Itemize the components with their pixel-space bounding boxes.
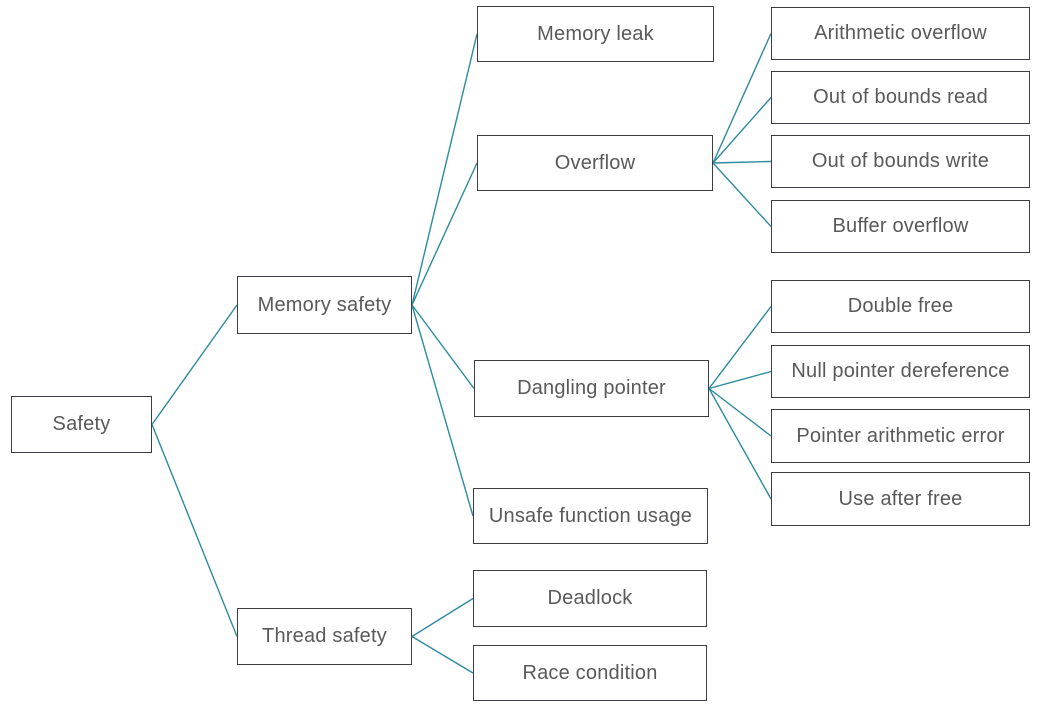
edge-dangling-pointer-pointer-arithmetic-error [708, 387, 772, 437]
node-out-of-bounds-read: Out of bounds read [771, 71, 1030, 124]
node-label: Arithmetic overflow [814, 22, 987, 44]
node-buffer-overflow: Buffer overflow [771, 200, 1030, 253]
node-thread-safety: Thread safety [237, 608, 412, 665]
edge-overflow-buffer-overflow [712, 162, 772, 227]
node-label: Safety [52, 413, 111, 435]
node-label: Pointer arithmetic error [796, 424, 1005, 447]
edge-safety-thread-safety [151, 424, 238, 637]
node-safety: Safety [11, 396, 152, 453]
node-label: Deadlock [547, 587, 633, 609]
node-label: Memory leak [537, 22, 654, 45]
node-label: Out of bounds read [813, 86, 988, 108]
edge-memory-safety-unsafe-function-usage [411, 304, 474, 517]
node-race-condition: Race condition [473, 645, 707, 701]
node-label: Race condition [522, 661, 658, 684]
node-pointer-arithmetic-error: Pointer arithmetic error [771, 409, 1030, 463]
edge-overflow-out-of-bounds-write [712, 160, 772, 164]
node-label: Unsafe function usage [488, 504, 693, 527]
edge-thread-safety-deadlock [411, 597, 474, 638]
edge-dangling-pointer-use-after-free [708, 388, 772, 500]
edge-overflow-arithmetic-overflow [712, 33, 772, 164]
edge-safety-memory-safety [151, 304, 238, 425]
node-dangling-pointer: Dangling pointer [474, 360, 709, 417]
node-memory-leak: Memory leak [477, 6, 714, 62]
node-double-free: Double free [771, 280, 1030, 333]
node-use-after-free: Use after free [771, 472, 1030, 526]
node-out-of-bounds-write: Out of bounds write [771, 135, 1030, 188]
node-overflow: Overflow [477, 135, 713, 191]
edge-memory-safety-dangling-pointer [411, 304, 475, 389]
node-deadlock: Deadlock [473, 570, 707, 627]
node-label: Memory safety [257, 293, 392, 316]
node-label: Double free [847, 295, 954, 317]
node-label: Out of bounds write [811, 150, 990, 172]
node-null-pointer-dereference: Null pointer dereference [771, 345, 1030, 398]
edge-overflow-out-of-bounds-read [712, 97, 772, 164]
node-label: Dangling pointer [517, 377, 666, 399]
edge-memory-safety-memory-leak [411, 33, 478, 306]
node-arithmetic-overflow: Arithmetic overflow [771, 7, 1030, 60]
node-label: Null pointer dereference [791, 360, 1010, 382]
node-label: Thread safety [262, 625, 387, 647]
node-unsafe-function-usage: Unsafe function usage [473, 488, 708, 544]
edge-thread-safety-race-condition [411, 635, 474, 674]
edge-dangling-pointer-null-pointer-dereference [708, 370, 772, 390]
node-memory-safety: Memory safety [237, 276, 412, 334]
node-label: Overflow [554, 151, 636, 174]
edge-memory-safety-overflow [411, 162, 478, 306]
node-label: Buffer overflow [832, 215, 969, 237]
edge-dangling-pointer-double-free [708, 306, 772, 389]
node-label: Use after free [838, 487, 963, 510]
